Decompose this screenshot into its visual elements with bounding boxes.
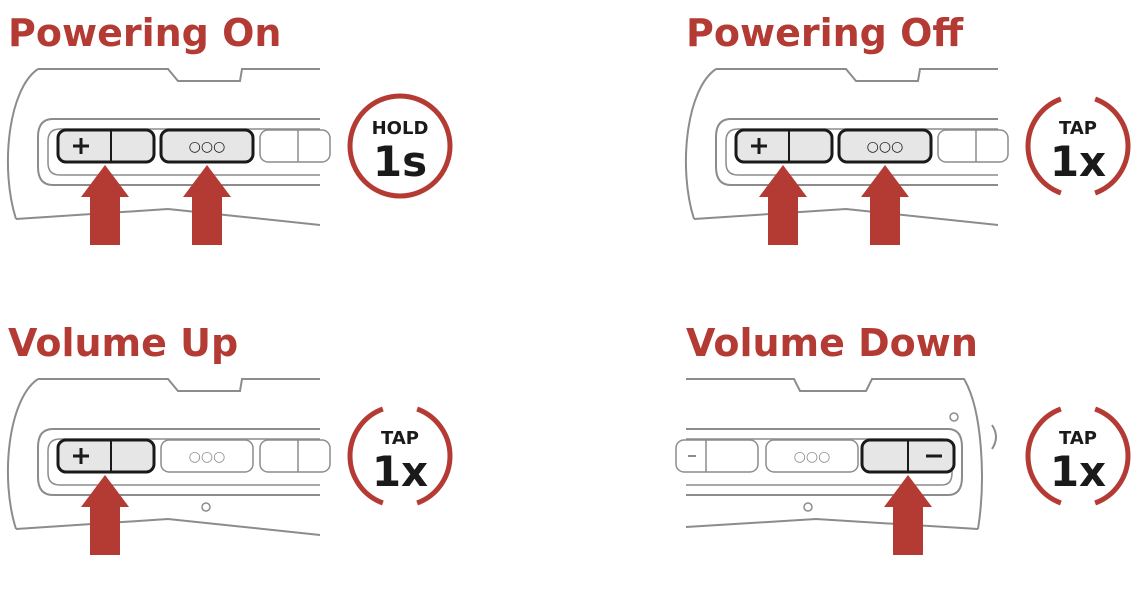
device-bottom-edge bbox=[685, 517, 979, 530]
device-outer-curve bbox=[684, 68, 717, 220]
button-rail-inner bbox=[47, 128, 320, 176]
badge-arc-right bbox=[1094, 96, 1131, 196]
press-arrow bbox=[861, 165, 909, 245]
center-button-dots-icon: ○○○ bbox=[867, 139, 904, 155]
button-rail bbox=[686, 428, 963, 496]
plus-button bbox=[56, 128, 156, 164]
device-body: ○○○ bbox=[6, 68, 331, 226]
badge-arc-left bbox=[347, 406, 384, 506]
panel-title: Volume Up bbox=[8, 321, 239, 365]
device-top-edge bbox=[38, 378, 320, 392]
plus-button bbox=[56, 438, 156, 474]
badge-arc-right bbox=[416, 406, 453, 506]
plus-icon bbox=[73, 448, 89, 464]
device-body: ○○○ bbox=[675, 378, 997, 530]
device-edge-bump bbox=[991, 424, 997, 450]
button-rail-inner bbox=[47, 438, 320, 486]
press-arrow bbox=[81, 475, 129, 555]
badge-word: TAP bbox=[1059, 428, 1097, 449]
indicator-hole bbox=[949, 412, 959, 422]
device-outer-curve bbox=[6, 378, 39, 530]
device-top-edge bbox=[716, 68, 998, 82]
center-button-dots-icon: ○○○ bbox=[189, 139, 226, 155]
plus-button-partial bbox=[675, 439, 759, 473]
device-top-edge bbox=[38, 68, 320, 82]
badge-ring bbox=[347, 93, 453, 199]
device-bottom-edge bbox=[693, 207, 999, 226]
minus-button-partial bbox=[259, 439, 331, 473]
device-bottom-edge bbox=[15, 207, 321, 226]
center-button bbox=[160, 439, 254, 473]
device-top-edge bbox=[686, 378, 983, 530]
badge-number: 1s bbox=[373, 137, 427, 186]
port-hole bbox=[201, 502, 211, 512]
device-bottom-edge bbox=[15, 517, 321, 536]
port-hole bbox=[803, 502, 813, 512]
press-arrow bbox=[81, 165, 129, 245]
device-body: ○○○ bbox=[6, 378, 331, 536]
center-button bbox=[837, 128, 933, 164]
button-rail bbox=[715, 118, 998, 186]
badge-number: 1x bbox=[1050, 447, 1106, 496]
badge-number: 1x bbox=[1050, 137, 1106, 186]
badge-arc-left bbox=[1025, 406, 1062, 506]
button-rail-inner bbox=[725, 128, 998, 176]
minus-button-partial bbox=[937, 129, 1009, 163]
center-button-dots-icon: ○○○ bbox=[794, 449, 831, 465]
minus-button-partial bbox=[259, 129, 331, 163]
badge-word: HOLD bbox=[372, 118, 429, 139]
center-button bbox=[159, 128, 255, 164]
badge-word: TAP bbox=[381, 428, 419, 449]
panel-title: Powering Off bbox=[686, 11, 964, 55]
press-arrow bbox=[759, 165, 807, 245]
badge-arc-left bbox=[1025, 96, 1062, 196]
plus-icon bbox=[751, 138, 767, 154]
panel-title: Powering On bbox=[8, 11, 282, 55]
panel-title: Volume Down bbox=[686, 321, 978, 365]
badge-number: 1x bbox=[372, 447, 428, 496]
plus-icon bbox=[73, 138, 89, 154]
center-button bbox=[765, 439, 859, 473]
press-arrow bbox=[884, 475, 932, 555]
badge-word: TAP bbox=[1059, 118, 1097, 139]
badge-arc-right bbox=[1094, 406, 1131, 506]
button-rail bbox=[37, 118, 320, 186]
press-arrow bbox=[183, 165, 231, 245]
button-rail bbox=[37, 428, 320, 496]
device-body: ○○○ bbox=[684, 68, 1009, 226]
plus-button bbox=[734, 128, 834, 164]
device-outer-curve bbox=[6, 68, 39, 220]
center-button-dots-icon: ○○○ bbox=[189, 449, 226, 465]
